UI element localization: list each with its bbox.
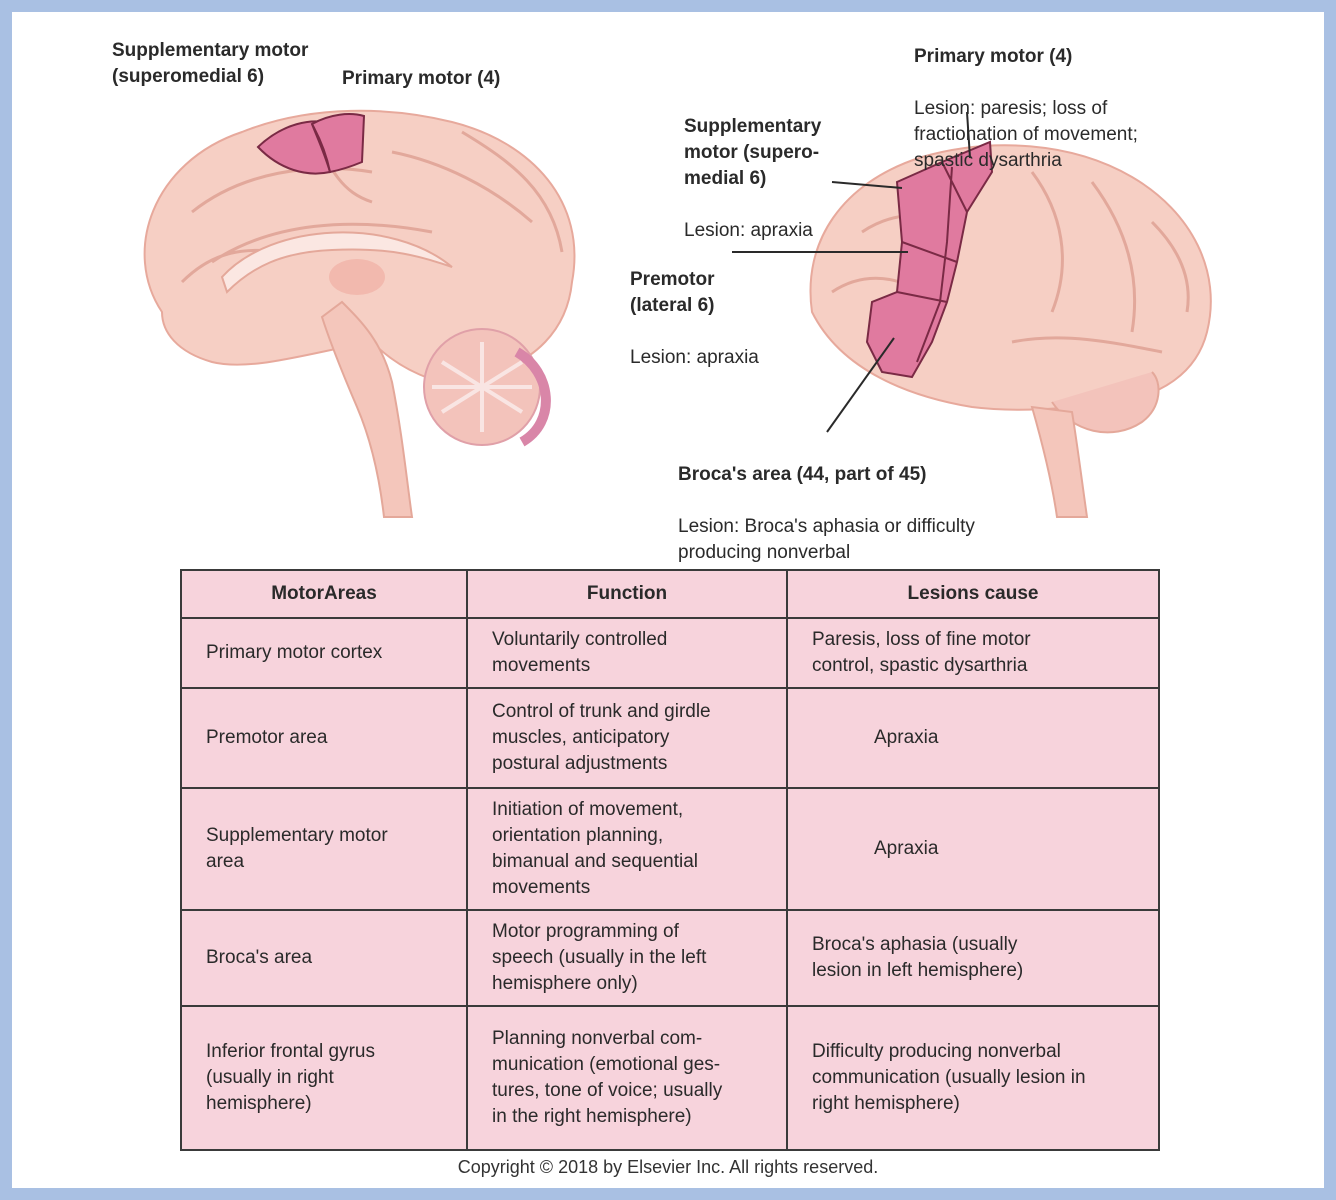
cell-lesion: Apraxia (786, 787, 1160, 911)
label-supplementary-lateral-title: Supplementary motor (supero- medial 6) (684, 116, 822, 189)
label-primary-lateral: Primary motor (4) Lesion: paresis; loss … (914, 18, 1138, 200)
leader-lines (732, 111, 971, 433)
cell-function: Motor programming of speech (usually in … (466, 909, 788, 1007)
label-premotor-title: Premotor (lateral 6) (630, 269, 715, 316)
table-row: Inferior frontal gyrus (usually in right… (180, 1005, 1160, 1151)
header-function: Function (466, 569, 788, 619)
label-broca-title: Broca's area (44, part of 45) (678, 464, 927, 485)
copyright-notice: Copyright © 2018 by Elsevier Inc. All ri… (457, 1157, 879, 1177)
cell-area: Broca's area (180, 909, 468, 1007)
label-supplementary-lateral: Supplementary motor (supero- medial 6) L… (684, 88, 821, 270)
label-primary-medial: Primary motor (4) (342, 68, 501, 89)
table-row: Premotor area Control of trunk and girdl… (180, 687, 1160, 789)
cell-area: Premotor area (180, 687, 468, 789)
motor-areas-table: MotorAreas Function Lesions cause Primar… (180, 569, 1160, 1151)
label-premotor-lesion: Lesion: apraxia (630, 347, 759, 368)
label-primary-lateral-lesion: Lesion: paresis; loss of fractionation o… (914, 98, 1138, 171)
table-row: Supplementary motor area Initiation of m… (180, 787, 1160, 911)
table-row: Broca's area Motor programming of speech… (180, 909, 1160, 1007)
figure-frame: Supplementary motor (superomedial 6) Pri… (12, 12, 1324, 1188)
medial-brain-illustration (143, 109, 576, 518)
table-row: Primary motor cortex Voluntarily control… (180, 617, 1160, 689)
cell-area: Primary motor cortex (180, 617, 468, 689)
cell-lesion: Apraxia (786, 687, 1160, 789)
cell-function: Voluntarily controlled movements (466, 617, 788, 689)
label-supplementary-medial: Supplementary motor (superomedial 6) (112, 40, 309, 87)
cell-area: Inferior frontal gyrus (usually in right… (180, 1005, 468, 1151)
cell-function: Initiation of movement, orientation plan… (466, 787, 788, 911)
header-motor-areas: MotorAreas (180, 569, 468, 619)
label-premotor: Premotor (lateral 6) Lesion: apraxia (630, 241, 759, 397)
cell-lesion: Broca's aphasia (usually lesion in left … (786, 909, 1160, 1007)
header-lesions-cause: Lesions cause (786, 569, 1160, 619)
cell-area: Supplementary motor area (180, 787, 468, 911)
cell-function: Control of trunk and girdle muscles, ant… (466, 687, 788, 789)
label-supplementary-lateral-lesion: Lesion: apraxia (684, 220, 813, 241)
lateral-brain-illustration (809, 140, 1212, 518)
cell-function: Planning nonverbal com- munication (emot… (466, 1005, 788, 1151)
cell-lesion: Paresis, loss of fine motor control, spa… (786, 617, 1160, 689)
label-primary-lateral-title: Primary motor (4) (914, 46, 1073, 67)
table-header-row: MotorAreas Function Lesions cause (180, 569, 1160, 619)
brain-illustrations (143, 109, 1212, 518)
cell-lesion: Difficulty producing nonverbal communica… (786, 1005, 1160, 1151)
